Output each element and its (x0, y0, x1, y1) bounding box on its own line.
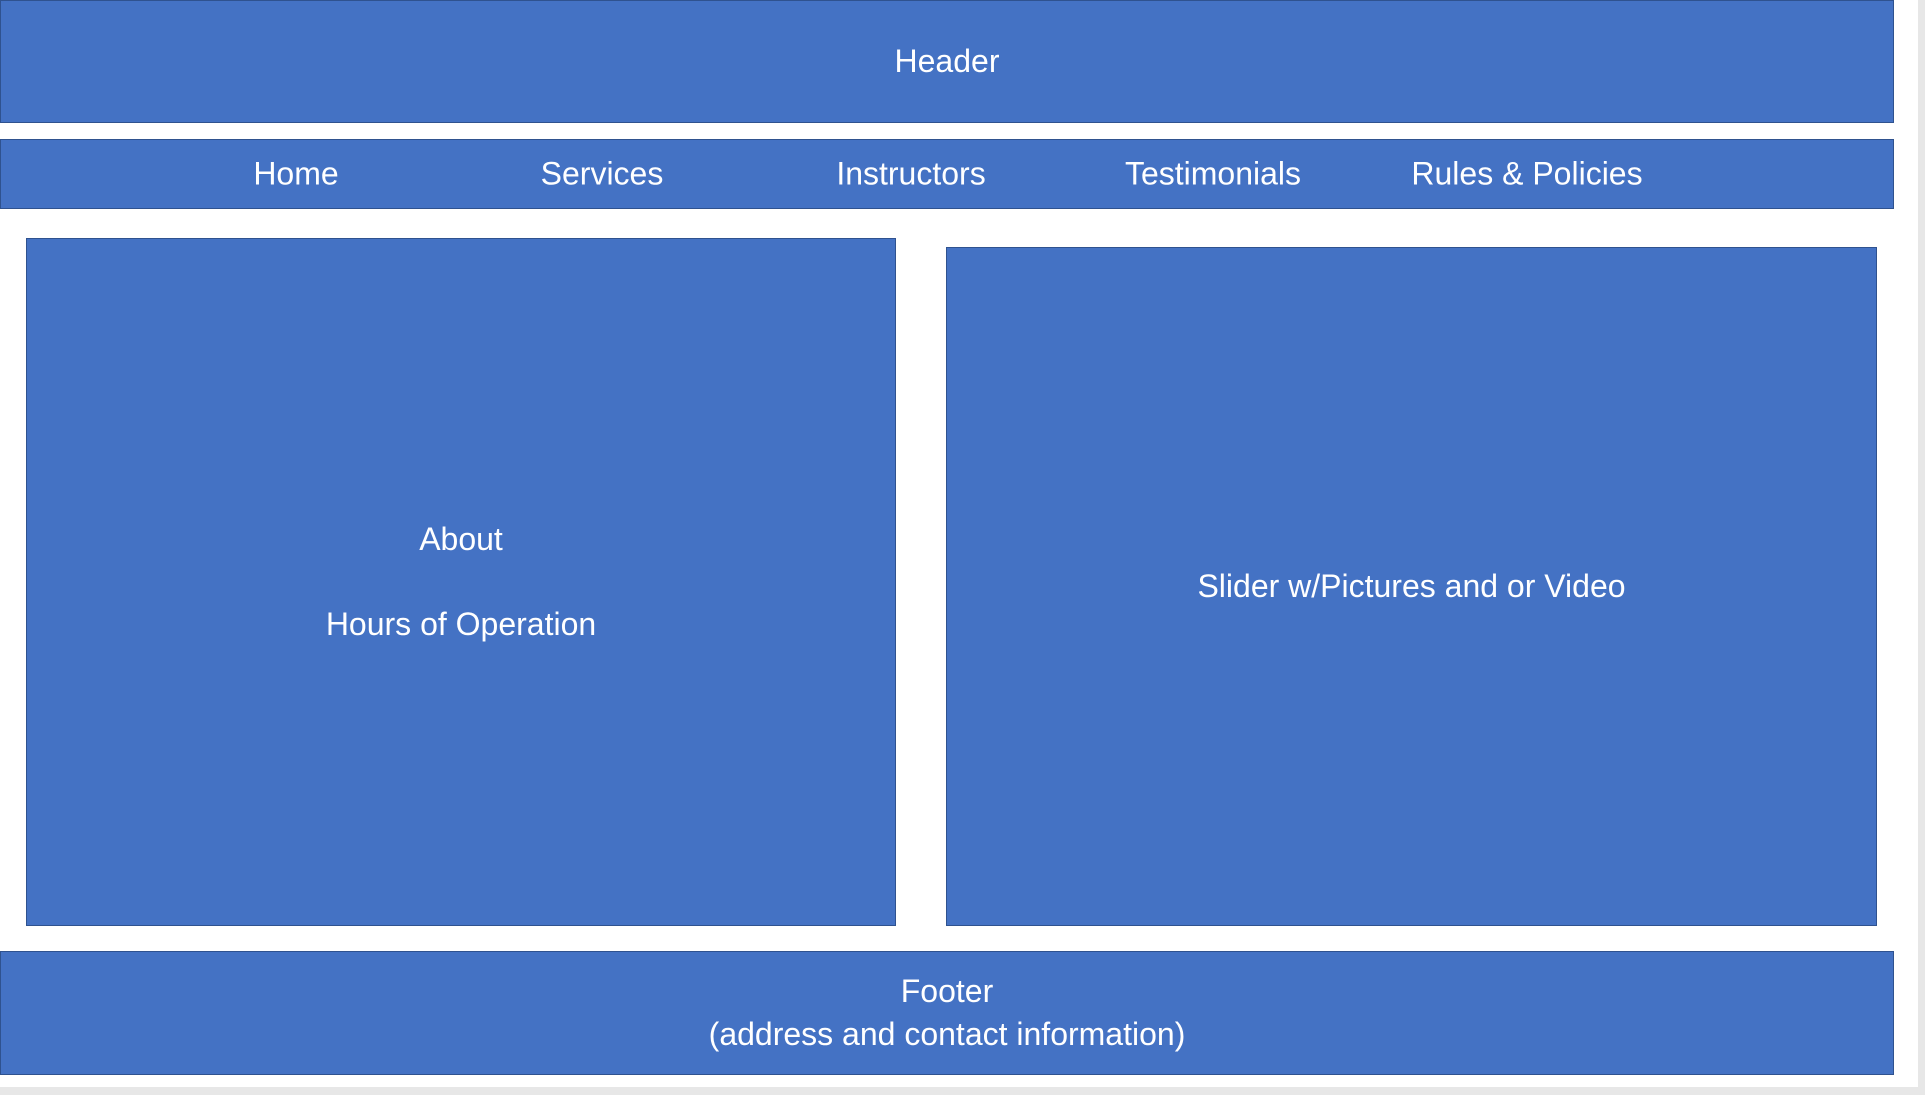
nav-item-home[interactable]: Home (253, 155, 339, 192)
nav-item-instructors[interactable]: Instructors (836, 155, 986, 192)
nav-bar: Home Services Instructors Testimonials R… (0, 139, 1894, 209)
footer-label: Footer (900, 973, 994, 1009)
footer-box: Footer (address and contact information) (0, 951, 1894, 1075)
page-edge-bottom (0, 1087, 1925, 1095)
header-box: Header (0, 0, 1894, 123)
slider-box: Slider w/Pictures and or Video (946, 247, 1877, 926)
nav-item-services[interactable]: Services (540, 155, 664, 192)
page-edge-right (1918, 0, 1925, 1095)
nav-item-rules-policies[interactable]: Rules & Policies (1411, 155, 1643, 192)
slider-label: Slider w/Pictures and or Video (1197, 568, 1626, 604)
about-box: About Hours of Operation (26, 238, 896, 926)
about-label: About (419, 521, 503, 557)
footer-contact-label: (address and contact information) (708, 1016, 1186, 1052)
nav-item-testimonials[interactable]: Testimonials (1124, 155, 1302, 192)
header-label: Header (894, 43, 1000, 79)
hours-of-operation-label: Hours of Operation (325, 606, 597, 642)
